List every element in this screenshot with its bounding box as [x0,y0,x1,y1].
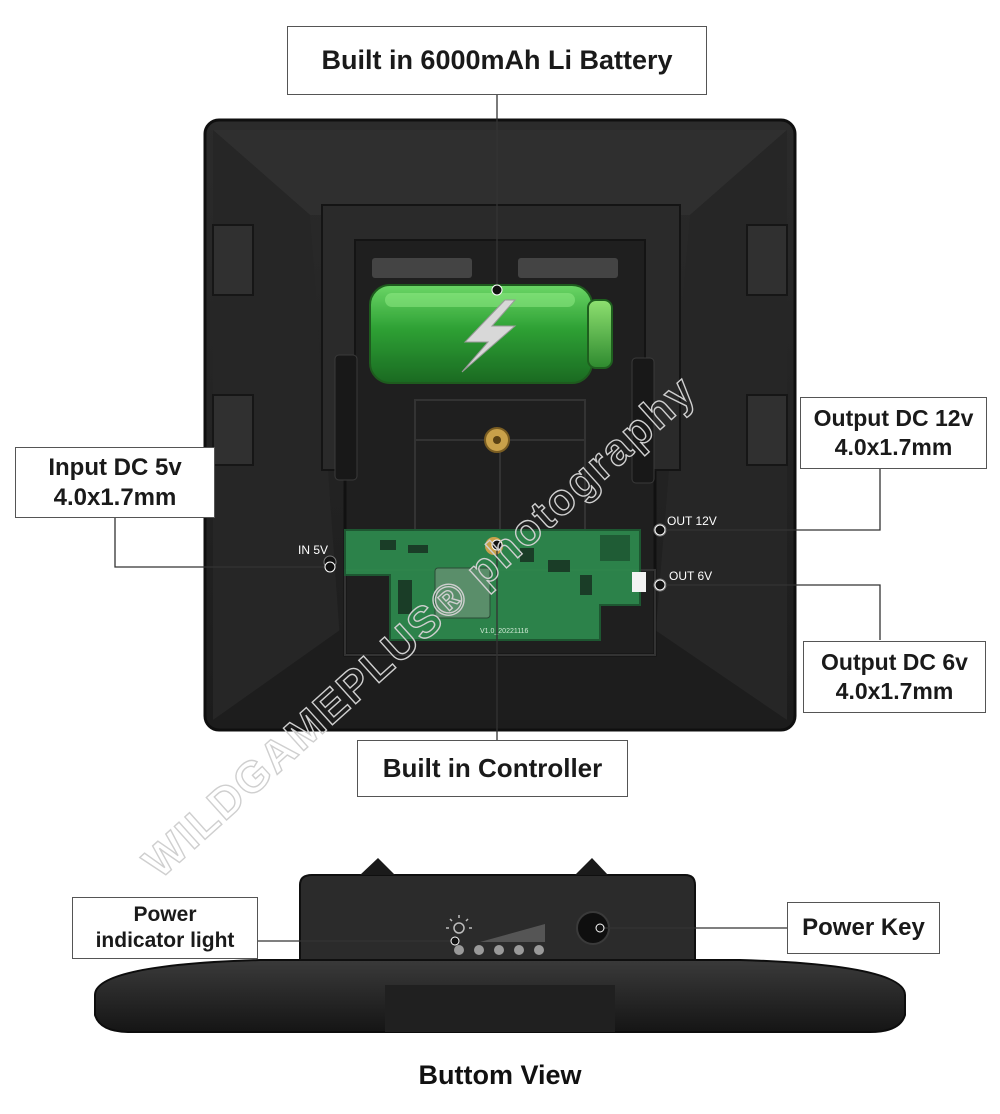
port-label-out12v: OUT 12V [667,514,717,528]
callout-battery: Built in 6000mAh Li Battery [287,26,707,95]
leader-dots [324,284,666,946]
level-wedge-icon [480,924,545,942]
leader-lines [114,95,881,942]
side-notches [212,224,788,466]
lightning-icon [461,299,517,373]
callout-output-dc12v: Output DC 12v 4.0x1.7mm [800,397,987,469]
controller-pcb: V1.0_20221116 [344,529,646,641]
callout-power-key: Power Key [787,902,940,954]
port-label-in5v: IN 5V [298,543,328,557]
caption-bottom-view: Buttom View [418,1060,582,1090]
right-latch [631,357,655,484]
callout-power-indicator: Power indicator light [72,897,258,959]
left-latch [334,354,358,481]
device-back-view: V1.0_20221116 IN 5V OUT 12V OUT 6V [203,118,797,732]
pcb-version-text: V1.0_20221116 [480,628,529,635]
bottom-base-step [385,985,615,1032]
battery-icon [369,284,613,384]
device-bevel [213,130,787,215]
callout-controller: Built in Controller [357,740,628,797]
center-panel-frame [321,204,681,471]
device-bottom-view [94,858,906,1033]
callout-output-dc6v: Output DC 6v 4.0x1.7mm [803,641,986,713]
housing-top-fins [360,858,608,875]
port-label-out6v: OUT 6V [669,569,712,583]
sun-icon [446,915,472,934]
vent-slots [372,258,618,278]
power-indicator-dots [454,945,544,955]
callout-input-dc5v: Input DC 5v 4.0x1.7mm [15,447,215,518]
